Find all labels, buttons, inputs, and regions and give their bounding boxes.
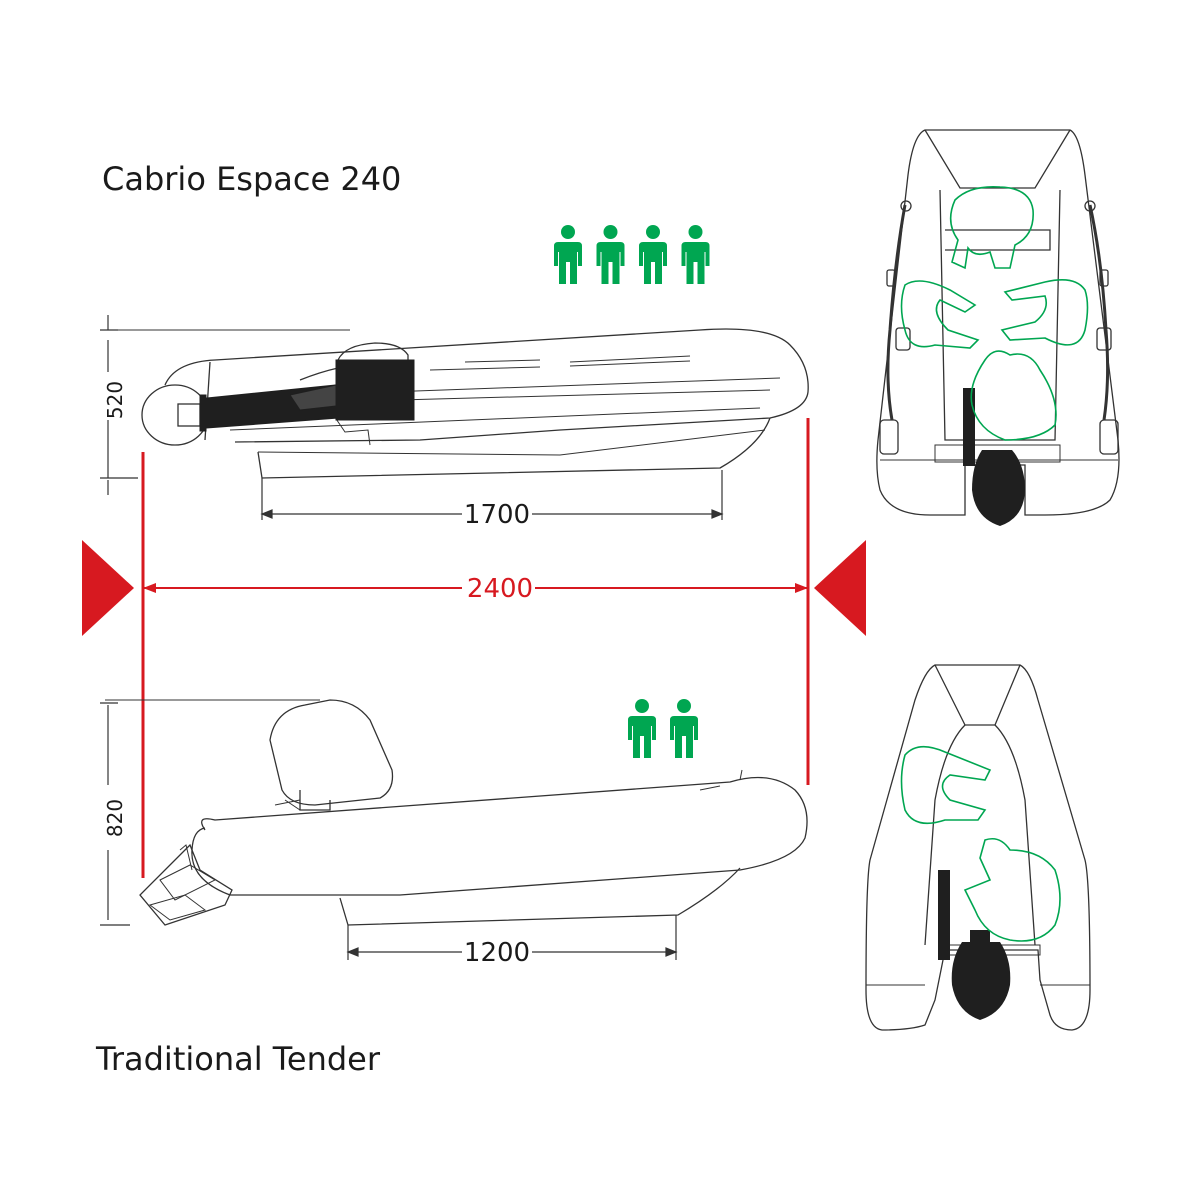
- left-marker-triangle: [82, 540, 134, 636]
- person-icon: [596, 225, 625, 284]
- tender-capacity-persons: [628, 699, 698, 758]
- tender-height-dimension: [100, 702, 130, 926]
- overall-length-dimension: [141, 418, 810, 878]
- tender-hull-length-dimension: [346, 915, 678, 960]
- overall-length-label: 2400: [467, 574, 533, 604]
- person-icon: [670, 699, 698, 758]
- cabrio-capacity-persons: [554, 225, 710, 284]
- tender-top-view: [865, 664, 1091, 1031]
- right-marker-triangle: [814, 540, 866, 636]
- cabrio-top-passengers: [900, 185, 1089, 441]
- cabrio-height-dimension: [100, 315, 138, 495]
- cabrio-title: Cabrio Espace 240: [102, 160, 402, 198]
- cabrio-height-label: 520: [103, 381, 127, 419]
- tender-height-label: 820: [103, 799, 127, 837]
- tender-top-passengers: [900, 745, 1061, 942]
- tender-title: Traditional Tender: [96, 1040, 381, 1078]
- person-icon: [639, 225, 667, 284]
- person-icon: [554, 225, 582, 284]
- cabrio-hull-length-label: 1700: [464, 500, 530, 530]
- person-icon: [681, 225, 710, 284]
- cabrio-side-view: [105, 328, 809, 479]
- tender-side-view: [105, 699, 808, 926]
- cabrio-outboard-engine: [199, 359, 415, 432]
- tender-hull-length-label: 1200: [464, 938, 530, 968]
- person-icon: [628, 699, 656, 758]
- tender-top-engine: [938, 870, 1011, 1020]
- cabrio-hull-length-dimension: [260, 470, 724, 520]
